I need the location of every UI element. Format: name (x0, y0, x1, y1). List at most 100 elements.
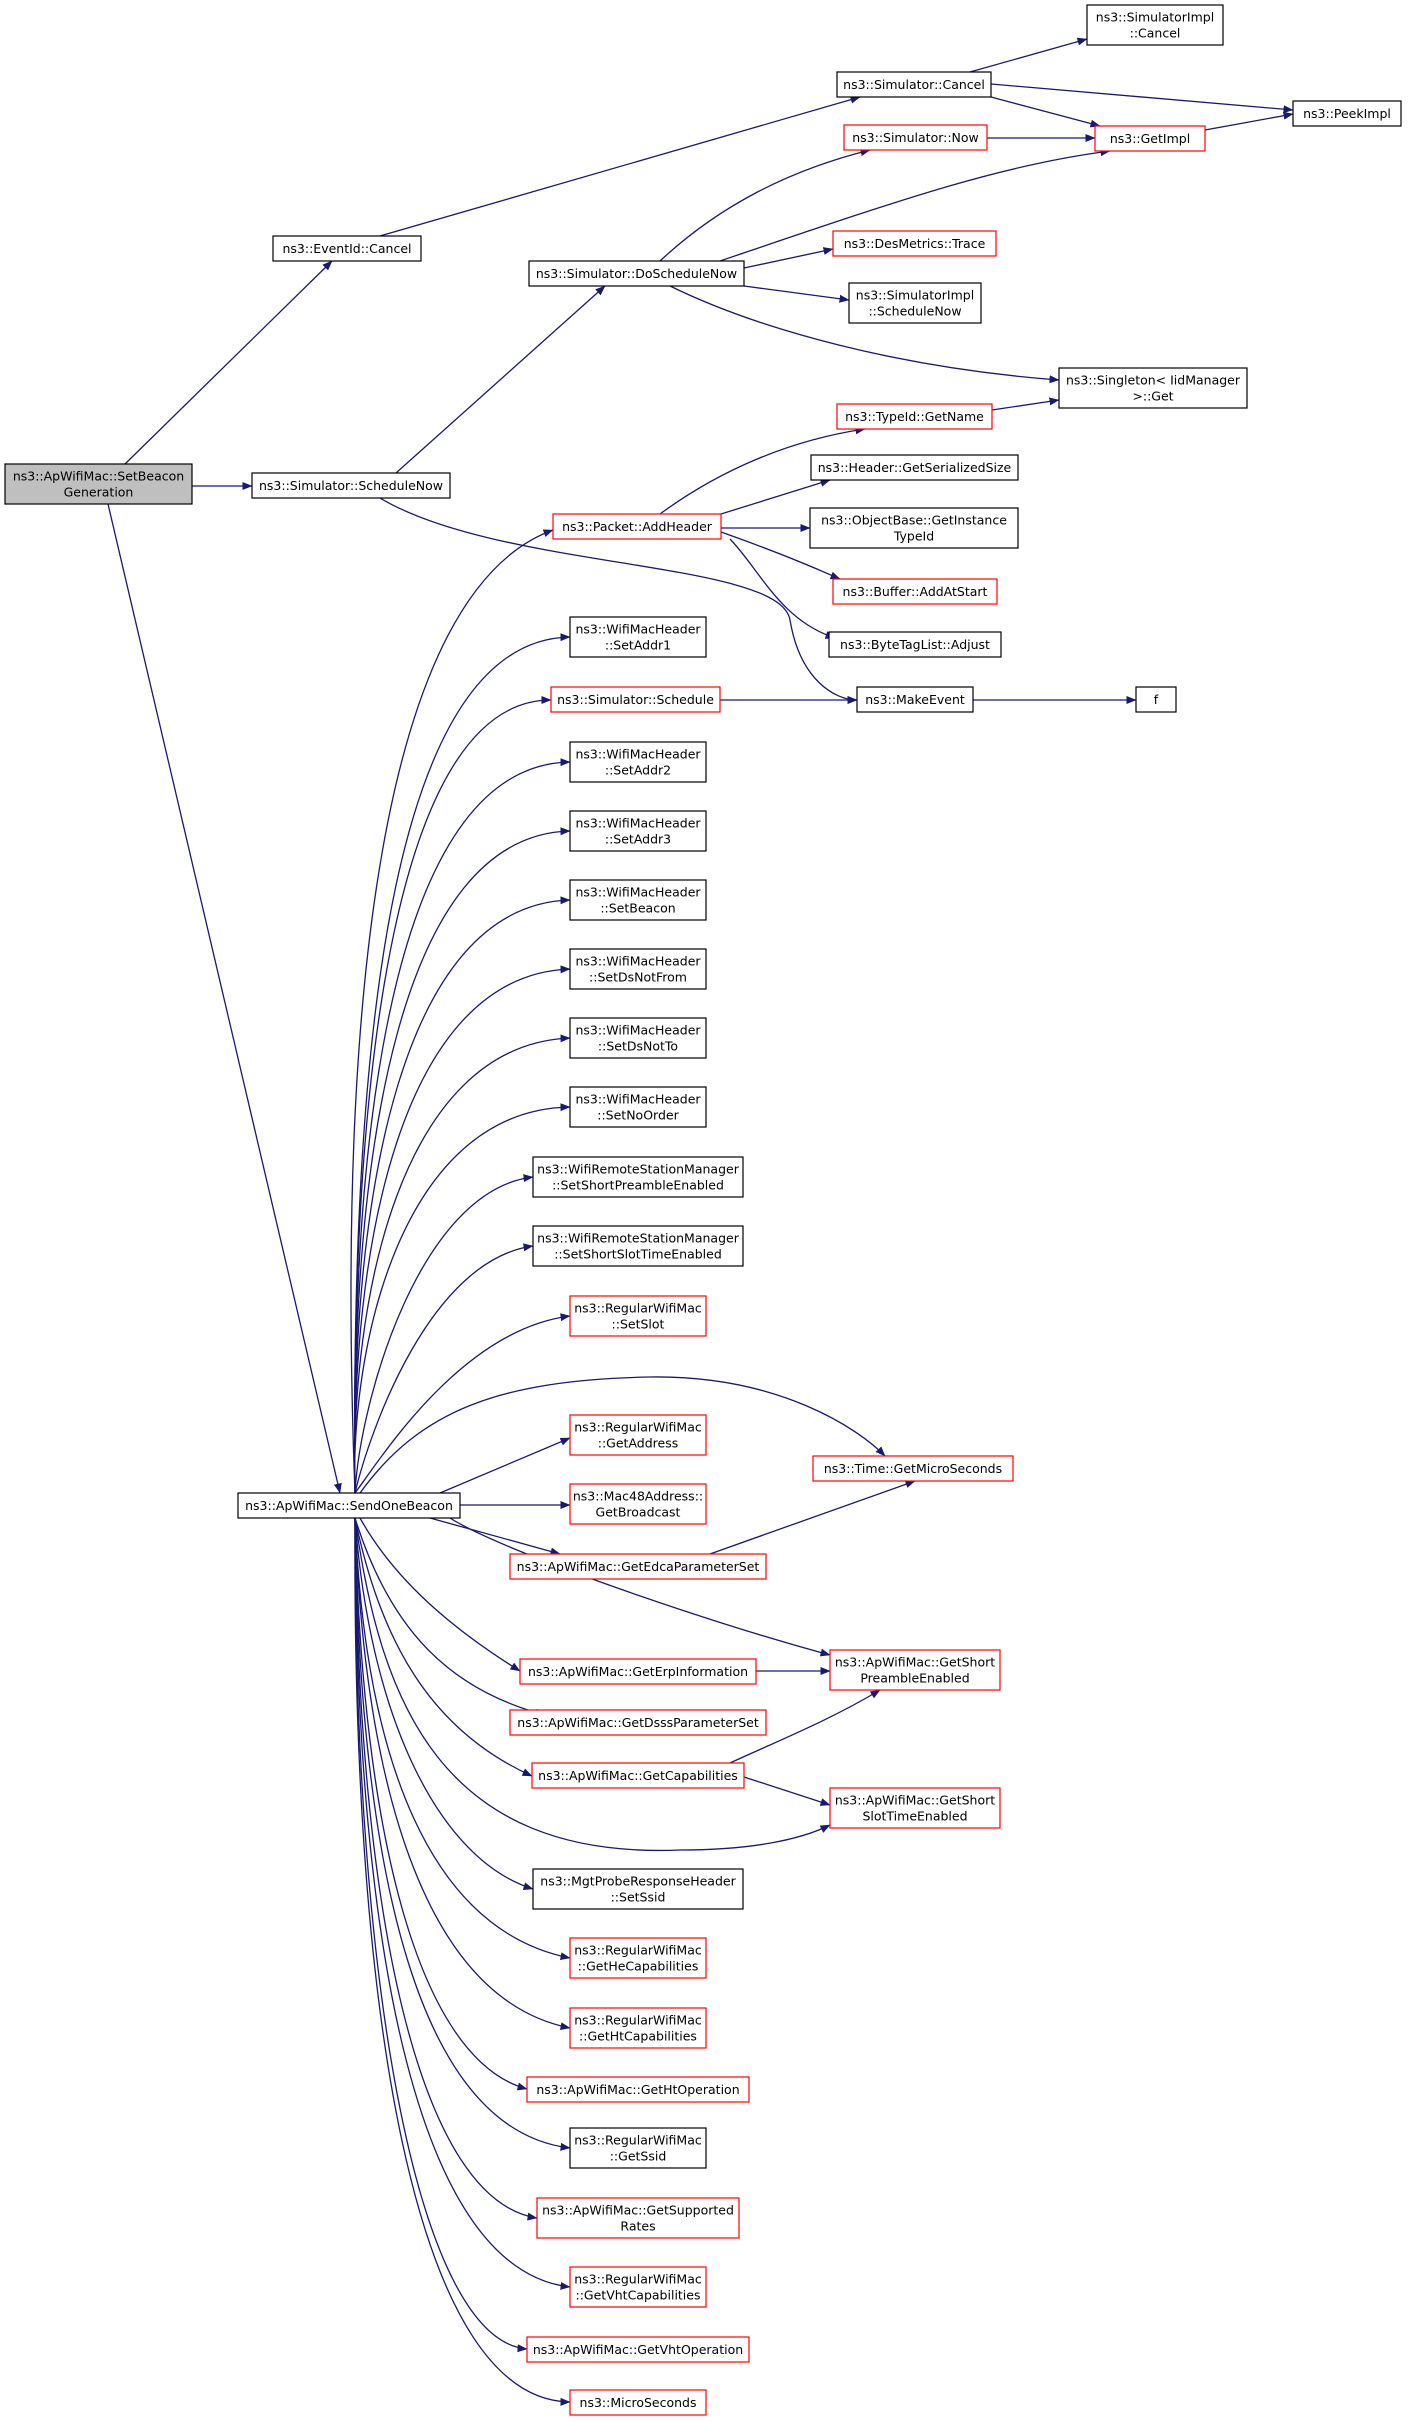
node-box[interactable] (828, 631, 1002, 658)
node-mac48_getbroadcast[interactable]: ns3::Mac48Address::GetBroadcast (569, 1483, 707, 1525)
node-buffer_addatstart[interactable]: ns3::Buffer::AddAtStart (832, 578, 998, 605)
node-rwm_gethtcap[interactable]: ns3::RegularWifiMac::GetHtCapabilities (569, 2007, 707, 2049)
node-rwm_getssid[interactable]: ns3::RegularWifiMac::GetSsid (569, 2127, 707, 2169)
node-box[interactable] (531, 1762, 745, 1789)
node-box[interactable] (569, 616, 707, 658)
node-sim_cancel[interactable]: ns3::Simulator::Cancel (836, 71, 992, 98)
node-box[interactable] (829, 1649, 1001, 1691)
node-wmh_setaddr2[interactable]: ns3::WifiMacHeader::SetAddr2 (569, 741, 707, 783)
node-box[interactable] (843, 124, 988, 151)
node-wmh_setdsnotfrom[interactable]: ns3::WifiMacHeader::SetDsNotFrom (569, 948, 707, 990)
node-box[interactable] (569, 2266, 707, 2308)
node-box[interactable] (569, 2389, 707, 2416)
node-wmh_setaddr3[interactable]: ns3::WifiMacHeader::SetAddr3 (569, 810, 707, 852)
node-apwm_getedca[interactable]: ns3::ApWifiMac::GetEdcaParameterSet (509, 1553, 767, 1580)
node-box[interactable] (519, 1658, 757, 1685)
node-box[interactable] (1058, 367, 1248, 409)
node-box[interactable] (552, 513, 722, 540)
node-packet_addheader[interactable]: ns3::Packet::AddHeader (552, 513, 722, 540)
node-box[interactable] (569, 810, 707, 852)
node-rwm_gethecap[interactable]: ns3::RegularWifiMac::GetHeCapabilities (569, 1937, 707, 1979)
node-eventid_cancel[interactable]: ns3::EventId::Cancel (272, 235, 422, 262)
node-box[interactable] (1292, 100, 1402, 127)
node-wmh_setdsnotto[interactable]: ns3::WifiMacHeader::SetDsNotTo (569, 1017, 707, 1059)
node-box[interactable] (569, 741, 707, 783)
node-box[interactable] (569, 1086, 707, 1128)
node-box[interactable] (832, 230, 997, 257)
node-bytetaglist_adjust[interactable]: ns3::ByteTagList::Adjust (828, 631, 1002, 658)
node-box[interactable] (569, 2007, 707, 2049)
node-sim_now[interactable]: ns3::Simulator::Now (843, 124, 988, 151)
node-box[interactable] (251, 472, 451, 499)
node-apwm_getcapabilities[interactable]: ns3::ApWifiMac::GetCapabilities (531, 1762, 745, 1789)
node-header_getserializedsize[interactable]: ns3::Header::GetSerializedSize (810, 454, 1019, 481)
node-sendonebeacon[interactable]: ns3::ApWifiMac::SendOneBeacon (237, 1492, 461, 1519)
node-desmetrics_trace[interactable]: ns3::DesMetrics::Trace (832, 230, 997, 257)
node-time_getmicroseconds[interactable]: ns3::Time::GetMicroSeconds (812, 1455, 1014, 1482)
node-mgtprobe_setssid[interactable]: ns3::MgtProbeResponseHeader::SetSsid (532, 1868, 744, 1910)
node-microseconds[interactable]: ns3::MicroSeconds (569, 2389, 707, 2416)
node-box[interactable] (532, 1868, 744, 1910)
node-box[interactable] (569, 1017, 707, 1059)
node-box[interactable] (4, 463, 193, 505)
node-wmh_setaddr1[interactable]: ns3::WifiMacHeader::SetAddr1 (569, 616, 707, 658)
node-wmh_setbeacon[interactable]: ns3::WifiMacHeader::SetBeacon (569, 879, 707, 921)
node-box[interactable] (509, 1553, 767, 1580)
node-box[interactable] (237, 1492, 461, 1519)
node-box[interactable] (810, 454, 1019, 481)
node-box[interactable] (832, 578, 998, 605)
node-simimpl_schedulenow[interactable]: ns3::SimulatorImpl::ScheduleNow (848, 282, 982, 324)
node-box[interactable] (569, 879, 707, 921)
node-apwm_gethtop[interactable]: ns3::ApWifiMac::GetHtOperation (526, 2076, 750, 2103)
node-box[interactable] (509, 1709, 767, 1736)
node-box[interactable] (532, 1156, 744, 1198)
node-rwm_getaddress[interactable]: ns3::RegularWifiMac::GetAddress (569, 1414, 707, 1456)
node-box[interactable] (532, 1225, 744, 1267)
node-box[interactable] (1135, 686, 1177, 713)
node-rwm_getvhtcap[interactable]: ns3::RegularWifiMac::GetVhtCapabilities (569, 2266, 707, 2308)
node-sim_schedule[interactable]: ns3::Simulator::Schedule (550, 686, 721, 713)
node-f[interactable]: f (1135, 686, 1177, 713)
node-box[interactable] (569, 1937, 707, 1979)
node-box[interactable] (569, 948, 707, 990)
node-box[interactable] (526, 2336, 750, 2363)
node-box[interactable] (569, 1295, 707, 1337)
node-box[interactable] (536, 2197, 740, 2239)
node-box[interactable] (848, 282, 982, 324)
node-wrsm_setshortslot[interactable]: ns3::WifiRemoteStationManager::SetShortS… (532, 1225, 744, 1267)
node-wmh_setnoorder[interactable]: ns3::WifiMacHeader::SetNoOrder (569, 1086, 707, 1128)
node-box[interactable] (1094, 125, 1206, 152)
node-apwm_geterp[interactable]: ns3::ApWifiMac::GetErpInformation (519, 1658, 757, 1685)
node-box[interactable] (569, 1483, 707, 1525)
node-box[interactable] (526, 2076, 750, 2103)
node-box[interactable] (569, 1414, 707, 1456)
node-box[interactable] (1086, 4, 1224, 46)
node-sim_doschedulenow[interactable]: ns3::Simulator::DoScheduleNow (528, 260, 745, 287)
node-singleton_get[interactable]: ns3::Singleton< IidManager>::Get (1058, 367, 1248, 409)
node-box[interactable] (829, 1787, 1001, 1829)
node-box[interactable] (836, 71, 992, 98)
node-getimpl[interactable]: ns3::GetImpl (1094, 125, 1206, 152)
node-box[interactable] (856, 686, 974, 713)
node-box[interactable] (812, 1455, 1014, 1482)
node-box[interactable] (836, 403, 993, 430)
node-box[interactable] (272, 235, 422, 262)
node-apwm_getvhtop[interactable]: ns3::ApWifiMac::GetVhtOperation (526, 2336, 750, 2363)
node-box[interactable] (809, 507, 1019, 549)
node-apwm_getdsss[interactable]: ns3::ApWifiMac::GetDsssParameterSet (509, 1709, 767, 1736)
node-wrsm_setshortpreamble[interactable]: ns3::WifiRemoteStationManager::SetShortP… (532, 1156, 744, 1198)
node-box[interactable] (569, 2127, 707, 2169)
node-typeid_getname[interactable]: ns3::TypeId::GetName (836, 403, 993, 430)
node-rwm_setslot[interactable]: ns3::RegularWifiMac::SetSlot (569, 1295, 707, 1337)
node-sim_schedulenow[interactable]: ns3::Simulator::ScheduleNow (251, 472, 451, 499)
node-makeevent[interactable]: ns3::MakeEvent (856, 686, 974, 713)
node-box[interactable] (550, 686, 721, 713)
node-box[interactable] (528, 260, 745, 287)
node-peekimpl[interactable]: ns3::PeekImpl (1292, 100, 1402, 127)
node-simimpl_cancel[interactable]: ns3::SimulatorImpl::Cancel (1086, 4, 1224, 46)
